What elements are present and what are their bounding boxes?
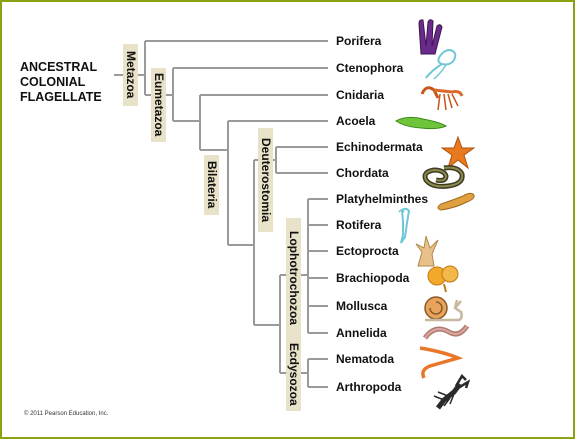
sponge-icon <box>418 19 443 55</box>
nematode-icon <box>419 346 464 379</box>
clade-label-eumetazoa: Eumetazoa <box>151 68 166 142</box>
comb-jelly-icon <box>425 48 457 80</box>
sea-star-icon <box>441 136 475 170</box>
lobster-icon <box>433 373 470 410</box>
taxon-label-mollusca: Mollusca <box>336 299 388 313</box>
flatworm-icon <box>395 116 448 130</box>
root-label-line: ANCESTRAL <box>20 60 98 74</box>
jellyfish-icon <box>420 86 464 111</box>
taxon-label-nematoda: Nematoda <box>336 352 395 366</box>
earthworm-icon <box>422 324 470 340</box>
brachiopod-icon <box>427 265 459 293</box>
taxon-label-ectoprocta: Ectoprocta <box>336 244 399 258</box>
taxon-label-porifera: Porifera <box>336 34 382 48</box>
taxon-label-ctenophora: Ctenophora <box>336 61 404 75</box>
taxon-label-rotifera: Rotifera <box>336 218 382 232</box>
copyright-text: © 2011 Pearson Education, Inc. <box>24 411 109 417</box>
root-label: ANCESTRAL COLONIAL FLAGELLATE <box>20 60 102 105</box>
root-label-line: FLAGELLATE <box>20 90 102 104</box>
snake-icon <box>422 165 465 189</box>
clade-label-lophotrochozoa: Lophotrochozoa <box>286 218 301 338</box>
taxon-label-chordata: Chordata <box>336 166 389 180</box>
taxon-label-cnidaria: Cnidaria <box>336 88 385 102</box>
taxon-label-brachiopoda: Brachiopoda <box>336 271 410 285</box>
clade-label-deuterostomia: Deuterostomia <box>258 128 273 232</box>
taxon-label-acoela: Acoela <box>336 114 376 128</box>
taxon-label-arthropoda: Arthropoda <box>336 380 402 394</box>
snail-icon <box>424 296 463 322</box>
clade-label-metazoa: Metazoa <box>123 44 138 106</box>
taxon-label-platyhelminthes: Platyhelminthes <box>336 192 429 206</box>
taxon-label-annelida: Annelida <box>336 326 387 340</box>
rotifer-icon <box>398 207 411 244</box>
clade-label-ecdysozoa: Ecdysozoa <box>286 337 301 411</box>
taxon-label-echinodermata: Echinodermata <box>336 140 423 154</box>
bryozoan-icon <box>415 235 439 267</box>
root-label-line: COLONIAL <box>20 75 86 89</box>
planarian-icon <box>437 192 475 211</box>
clade-label-bilateria: Bilateria <box>204 155 219 215</box>
